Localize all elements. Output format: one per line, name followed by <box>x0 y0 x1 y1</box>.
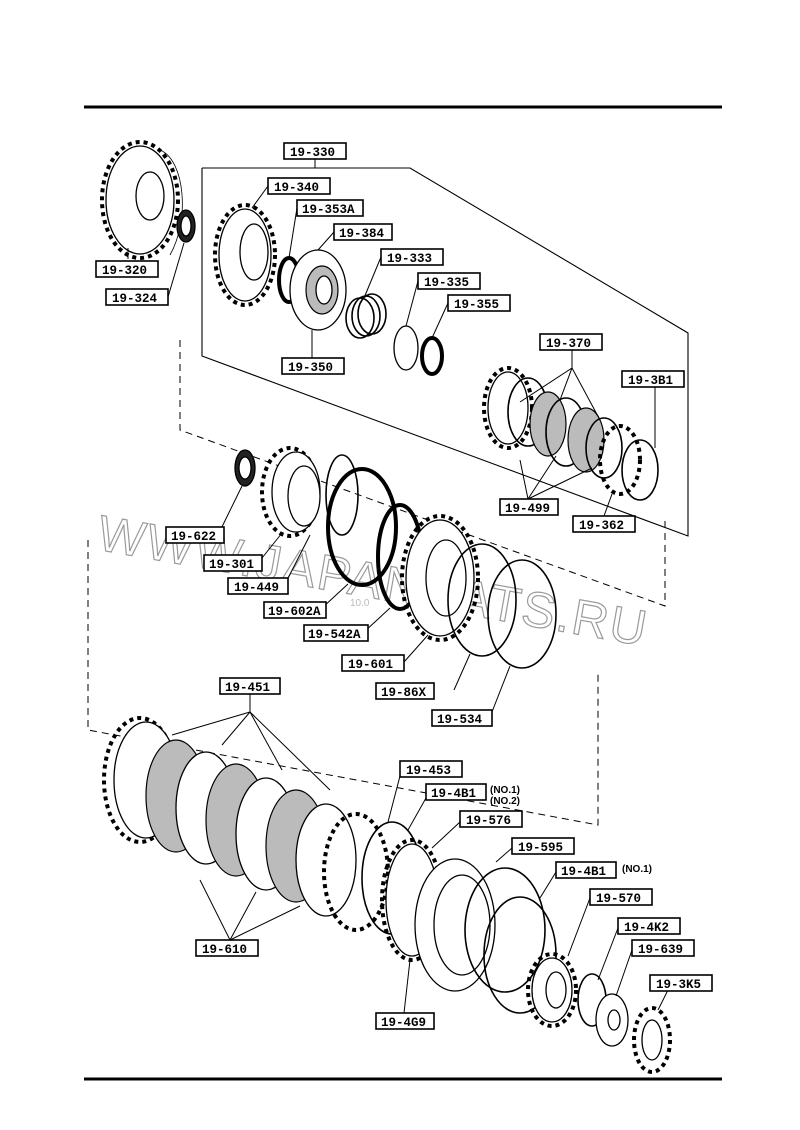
part-19-3B1-snap-ring <box>621 439 659 501</box>
svg-text:19-384: 19-384 <box>339 227 385 241</box>
part-19-601-piston <box>400 514 480 642</box>
part-19-4G9-drum <box>414 858 496 992</box>
svg-text:19-453: 19-453 <box>406 764 451 778</box>
callout-19-639: 19-639 <box>631 939 695 957</box>
callout-19-384: 19-384 <box>333 223 393 241</box>
svg-text:19-355: 19-355 <box>454 298 499 312</box>
callout-19-534: 19-534 <box>431 709 493 727</box>
svg-text:19-3B1: 19-3B1 <box>628 374 673 388</box>
part-19-570-hub <box>526 952 578 1028</box>
group-outline-330 <box>201 167 689 537</box>
callout-19-4G9: 19-4G9 <box>375 1012 435 1030</box>
callout-19-4K2: 19-4K2 <box>617 917 681 935</box>
part-19-3K5-bearing <box>632 1006 672 1074</box>
svg-text:19-4G9: 19-4G9 <box>381 1016 426 1030</box>
callout-19-622: 19-622 <box>165 526 225 544</box>
svg-text:19-353A: 19-353A <box>302 203 355 217</box>
part-19-370-clutch-plates <box>482 366 642 496</box>
svg-text:19-330: 19-330 <box>290 146 335 160</box>
svg-text:19-639: 19-639 <box>638 943 683 957</box>
svg-text:19-333: 19-333 <box>387 252 432 266</box>
callout-19-324: 19-324 <box>105 288 169 306</box>
callout-19-353A: 19-353A <box>296 199 364 217</box>
svg-text:19-4B1: 19-4B1 <box>431 787 476 801</box>
callout-19-499: 19-499 <box>499 498 559 516</box>
dashed-outline-upper <box>179 340 666 607</box>
svg-text:19-4K2: 19-4K2 <box>624 921 669 935</box>
part-19-534-snap-ring <box>487 559 557 669</box>
part-19-335-retainer <box>393 325 419 371</box>
part-19-451-610-plates <box>102 716 390 932</box>
part-19-595-ring <box>464 867 546 993</box>
svg-text:19-320: 19-320 <box>102 264 147 278</box>
svg-text:19-622: 19-622 <box>171 530 216 544</box>
part-19-340-drum <box>213 203 277 307</box>
callout-19-610: 19-610 <box>195 939 259 957</box>
part-19-324-bearing <box>176 209 196 243</box>
svg-text:19-610: 19-610 <box>202 943 247 957</box>
part-19-602A-oring <box>326 467 398 587</box>
svg-text:19-576: 19-576 <box>466 814 511 828</box>
callout-19-330: 19-330 <box>283 142 347 160</box>
note-no2: (NO.2) <box>490 796 520 807</box>
callout-19-86X: 19-86X <box>375 682 435 700</box>
svg-text:19-534: 19-534 <box>437 713 483 727</box>
note-no1: (NO.1) <box>490 785 520 796</box>
svg-text:19-86X: 19-86X <box>381 686 427 700</box>
watermark-small: 10.0 <box>350 598 370 609</box>
svg-text:19-335: 19-335 <box>424 276 469 290</box>
note-no1-b: (NO.1) <box>622 864 652 875</box>
svg-text:19-602A: 19-602A <box>268 605 321 619</box>
svg-text:19-595: 19-595 <box>518 841 563 855</box>
part-19-384-piston <box>289 249 347 331</box>
dashed-outline-lower <box>87 540 599 826</box>
part-19-355-snap-ring <box>420 336 444 376</box>
part-19-333-spring <box>345 293 387 339</box>
callout-19-362: 19-362 <box>572 515 636 533</box>
svg-text:19-350: 19-350 <box>288 361 333 375</box>
svg-text:19-324: 19-324 <box>112 292 158 306</box>
svg-text:19-4B1: 19-4B1 <box>561 865 606 879</box>
callout-19-602A: 19-602A <box>263 601 327 619</box>
callout-19-320: 19-320 <box>95 260 159 278</box>
callout-19-576: 19-576 <box>459 810 523 828</box>
callout-19-453: 19-453 <box>399 760 463 778</box>
svg-text:19-301: 19-301 <box>209 558 254 572</box>
leader-lines <box>127 159 669 1014</box>
callout-19-355: 19-355 <box>447 294 511 312</box>
callout-19-595: 19-595 <box>511 837 575 855</box>
callout-19-4B1-b: 19-4B1 <box>555 861 617 879</box>
callout-19-3B1: 19-3B1 <box>621 370 685 388</box>
svg-text:19-449: 19-449 <box>234 581 279 595</box>
callout-19-542A: 19-542A <box>303 624 369 642</box>
part-19-301-hub <box>260 446 321 538</box>
svg-text:19-570: 19-570 <box>596 892 641 906</box>
svg-text:19-601: 19-601 <box>348 658 393 672</box>
part-19-86X-ring <box>447 543 517 657</box>
svg-text:19-3K5: 19-3K5 <box>656 978 701 992</box>
callout-19-3K5: 19-3K5 <box>649 974 713 992</box>
callout-19-570: 19-570 <box>589 888 653 906</box>
svg-text:19-340: 19-340 <box>274 181 319 195</box>
svg-text:19-362: 19-362 <box>579 519 624 533</box>
callout-19-4B1-a: 19-4B1 <box>425 783 487 801</box>
callout-19-340: 19-340 <box>267 177 331 195</box>
svg-text:19-451: 19-451 <box>225 681 270 695</box>
part-19-449-seal-ring <box>325 454 359 536</box>
part-19-622-bearing <box>234 449 256 487</box>
callout-19-601: 19-601 <box>341 654 405 672</box>
svg-text:19-542A: 19-542A <box>308 628 361 642</box>
callout-19-335: 19-335 <box>417 272 481 290</box>
callout-19-350: 19-350 <box>281 357 345 375</box>
part-19-639-washer <box>595 993 629 1047</box>
callout-19-333: 19-333 <box>380 248 444 266</box>
callout-19-449: 19-449 <box>227 577 289 595</box>
part-19-320-drum <box>100 140 183 260</box>
callout-19-301: 19-301 <box>203 554 263 572</box>
callout-19-370: 19-370 <box>539 333 603 351</box>
svg-text:19-370: 19-370 <box>546 337 591 351</box>
callout-19-451: 19-451 <box>219 677 281 695</box>
svg-text:19-499: 19-499 <box>505 502 550 516</box>
